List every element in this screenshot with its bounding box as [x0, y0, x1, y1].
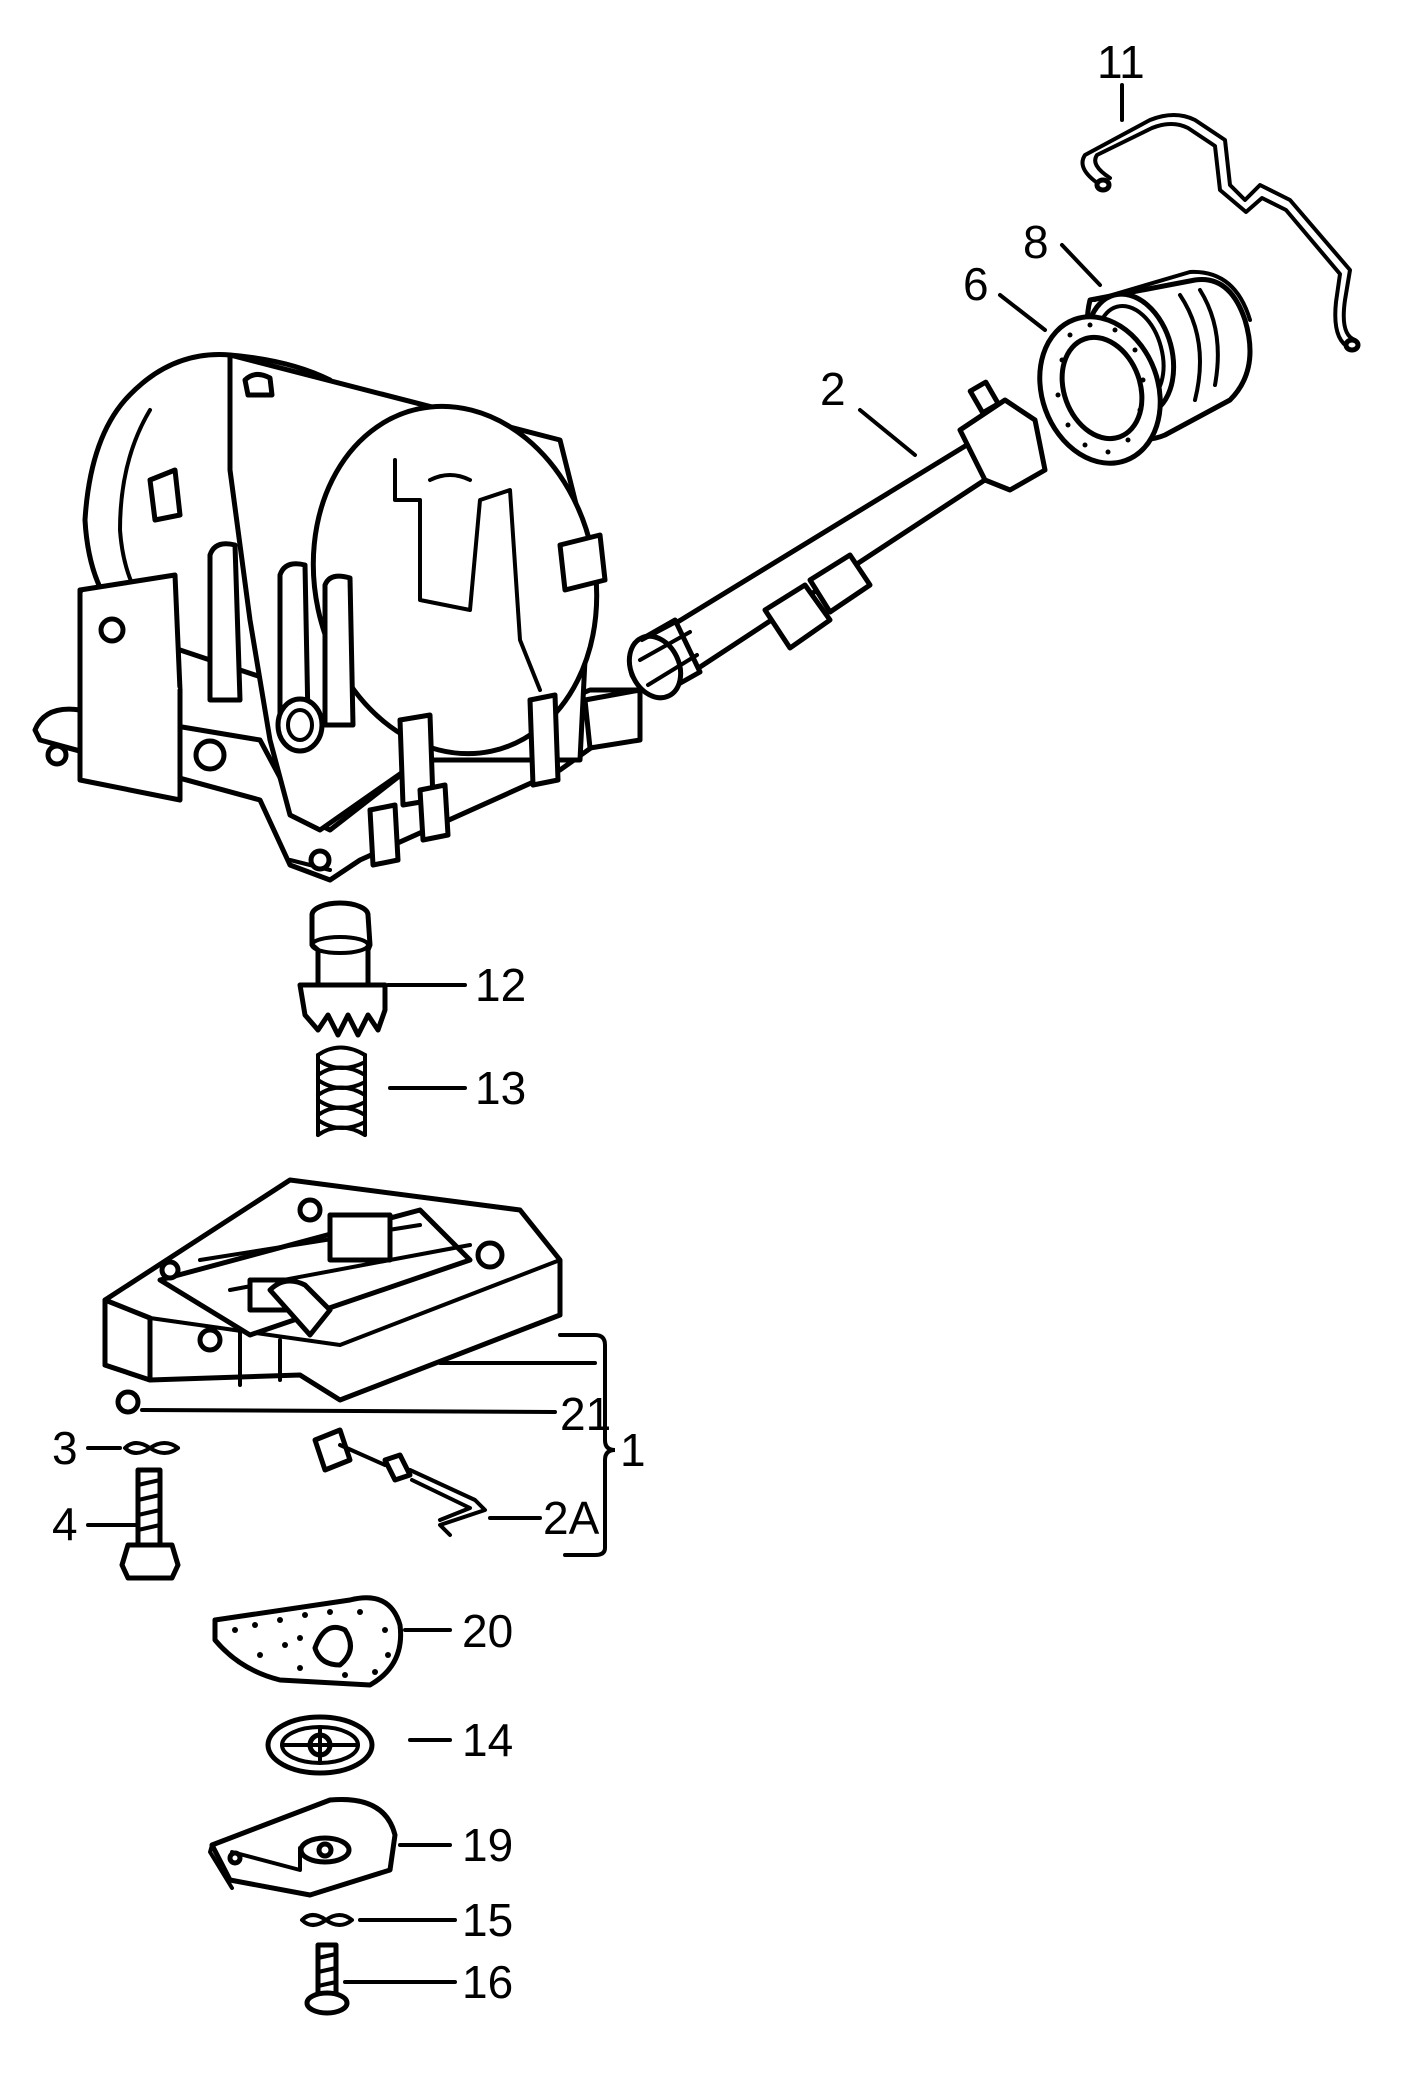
callout-14: 14 — [462, 1714, 513, 1766]
leader-bracket-1 — [558, 1333, 616, 1557]
callout-3: 3 — [52, 1422, 78, 1474]
callout-8: 8 — [1023, 216, 1049, 268]
leader-lines — [86, 83, 1124, 1984]
part-21-ball — [115, 1389, 141, 1415]
leader-2 — [858, 408, 917, 457]
callout-12: 12 — [475, 959, 526, 1011]
transmission-housing — [32, 352, 643, 883]
callout-15: 15 — [462, 1894, 513, 1946]
part-3-washer — [123, 1441, 180, 1455]
leader-6 — [998, 293, 1047, 332]
leader-21 — [140, 1408, 557, 1414]
part-11-pipe — [1080, 113, 1361, 353]
callout-13: 13 — [475, 1062, 526, 1114]
callout-11: 11 — [1097, 36, 1145, 88]
callout-2a: 2A — [543, 1492, 600, 1544]
part-4-bolt — [119, 1467, 181, 1581]
part-19-cover — [208, 1796, 398, 1898]
callout-19: 19 — [462, 1819, 513, 1871]
part-20-gasket — [212, 1595, 404, 1688]
part-6-gasket-ring — [1037, 314, 1163, 466]
part-1-valve-body — [102, 1177, 563, 1403]
part-13-spring — [316, 1045, 367, 1137]
part-2-drive-shaft — [626, 379, 1048, 701]
part-14-strainer — [265, 1714, 375, 1776]
callout-16: 16 — [462, 1956, 513, 2008]
callout-6: 6 — [963, 258, 989, 310]
callout-21: 21 — [560, 1388, 611, 1440]
part-16-screw — [304, 1942, 350, 2016]
callout-20: 20 — [462, 1605, 513, 1657]
part-12-piston — [297, 900, 388, 1038]
callout-labels: 11 8 6 2 12 13 21 1 3 4 2A 20 14 19 15 1… — [52, 36, 1145, 2008]
leader-8 — [1060, 243, 1102, 287]
callout-2: 2 — [820, 363, 846, 415]
callout-1: 1 — [620, 1424, 646, 1476]
part-2a-pin — [312, 1427, 487, 1537]
part-15-washer — [300, 1913, 354, 1927]
callout-4: 4 — [52, 1498, 78, 1550]
